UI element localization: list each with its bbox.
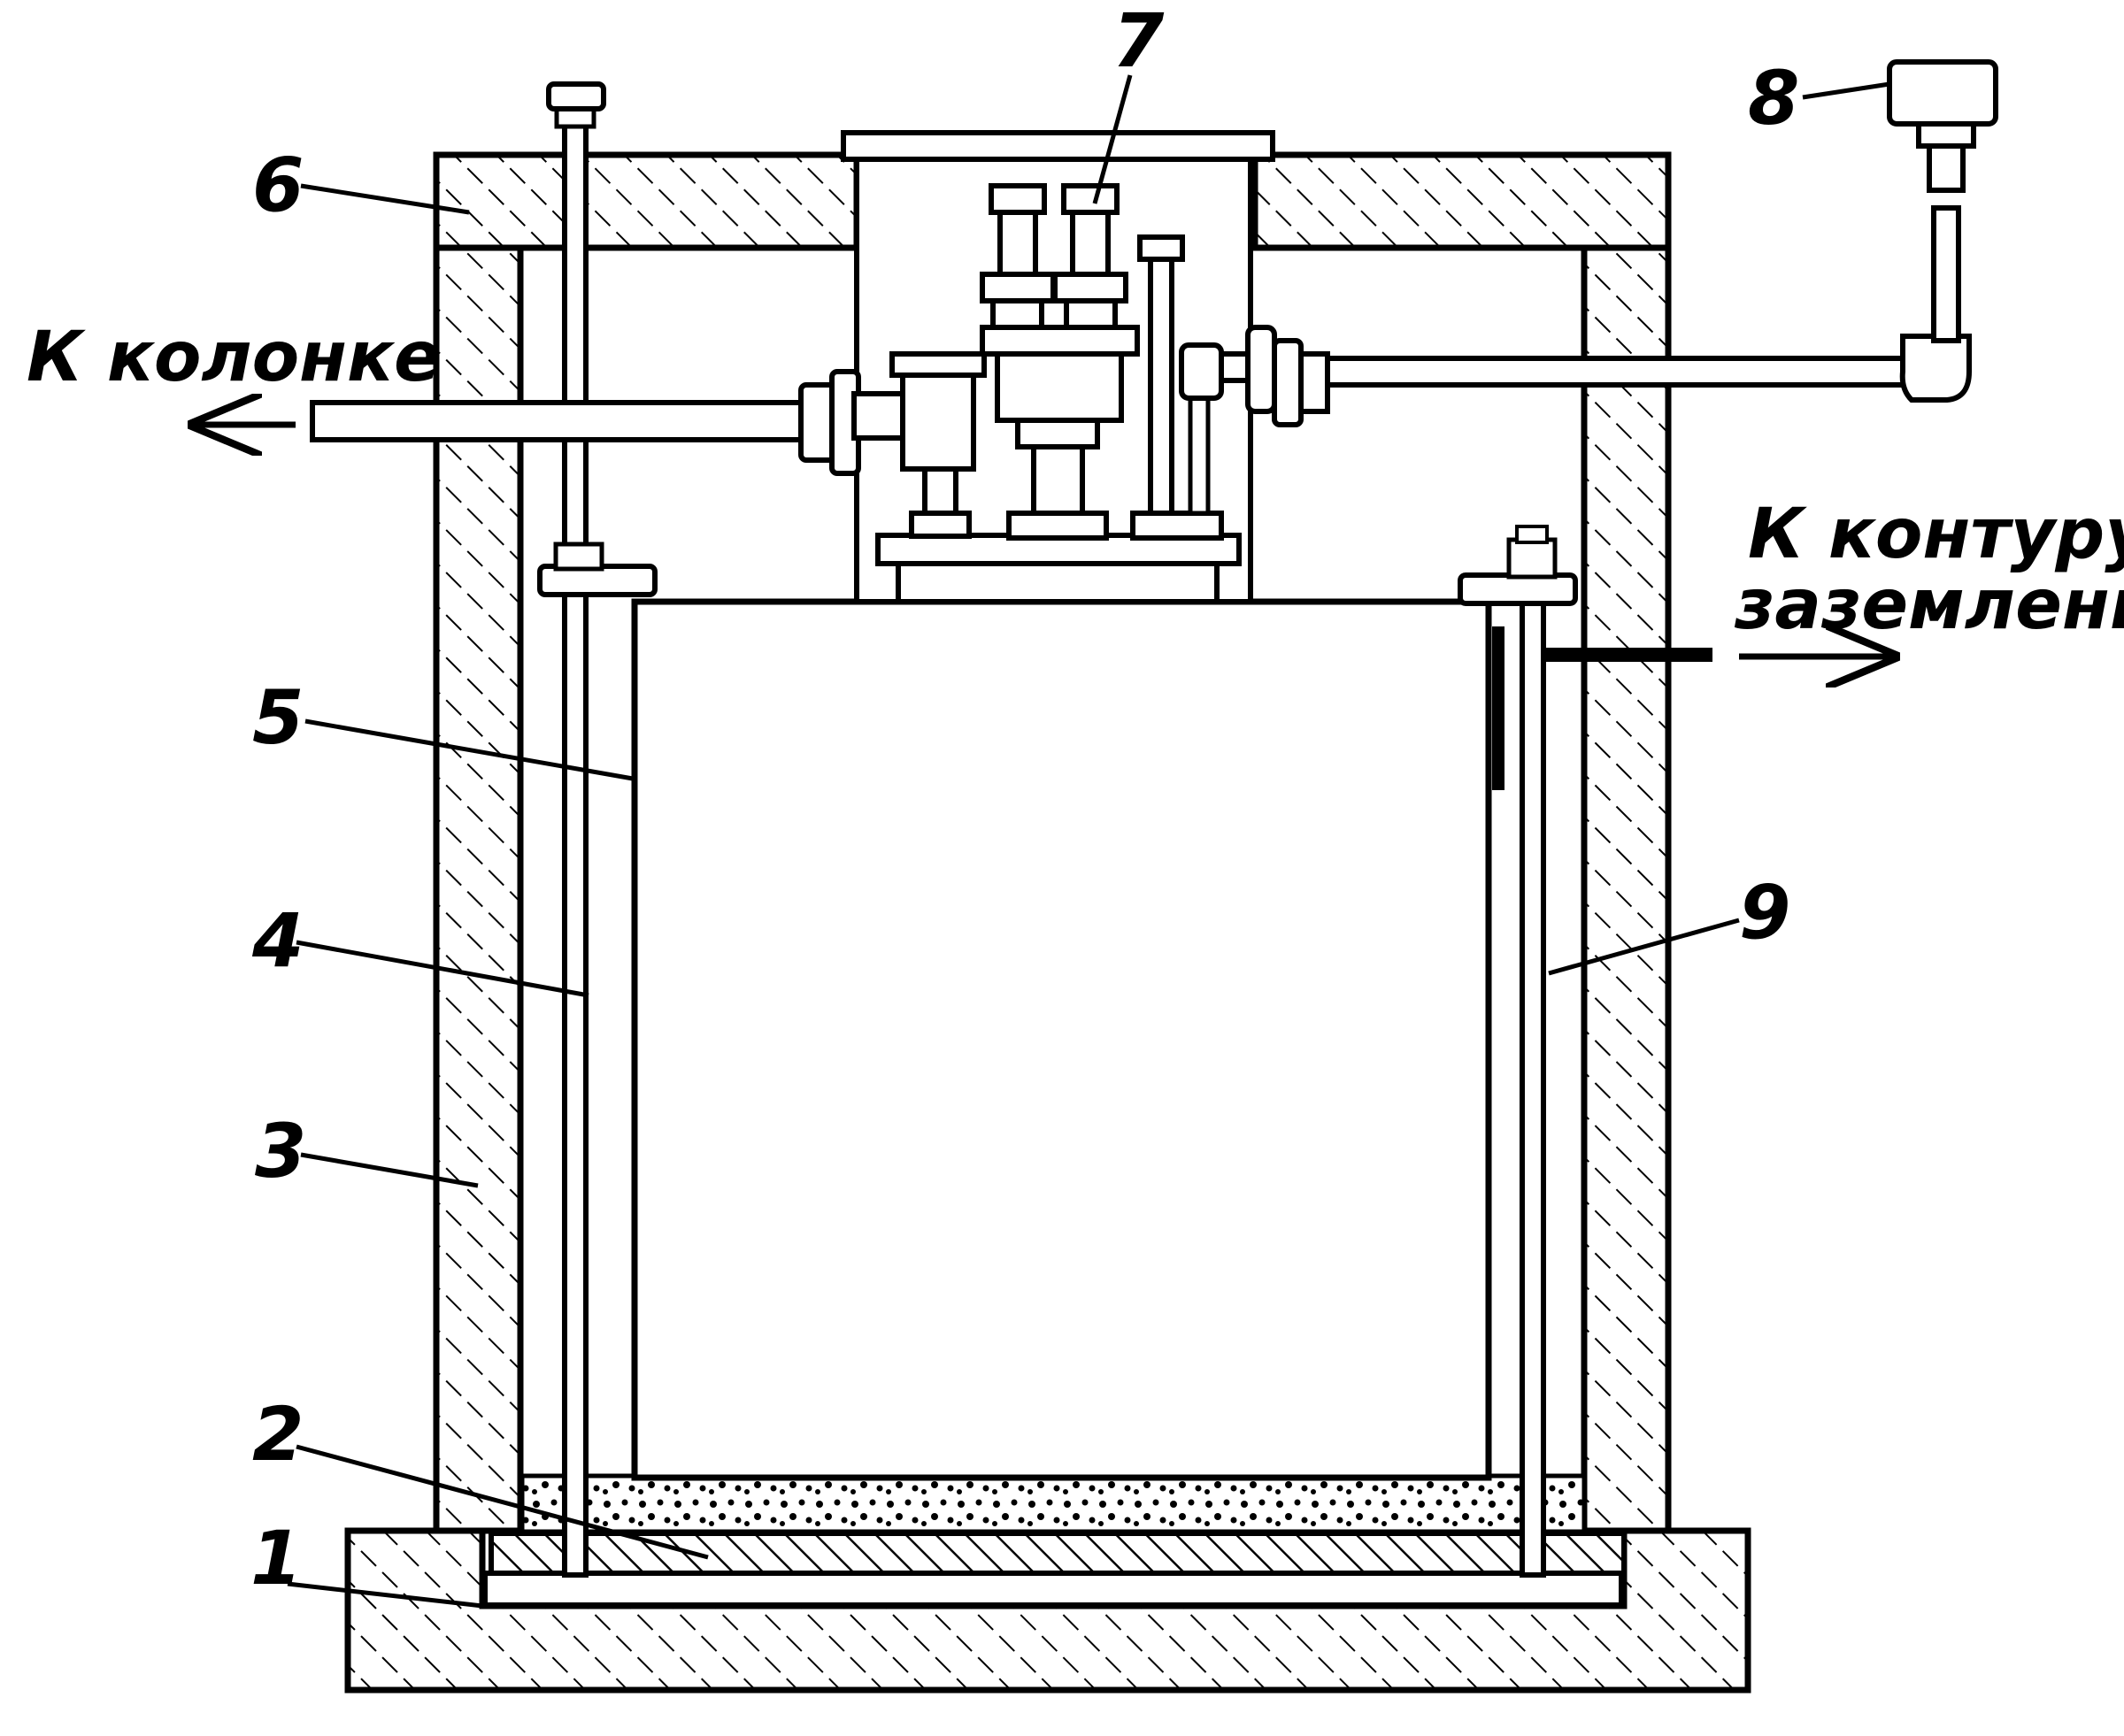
captions: К колонке К контуру заземления [27, 318, 2124, 645]
tank [631, 598, 1492, 1481]
label-9: 9 [1739, 869, 1790, 956]
pipe-to-column [310, 369, 905, 476]
bottom-layer [489, 1531, 1627, 1576]
base-plate [482, 1571, 1624, 1608]
label-8: 8 [1748, 55, 1799, 142]
pipe-to-vent [1272, 59, 1998, 427]
leader-lines [194, 74, 1894, 1609]
caption-to-ground-1: К контуру [1748, 495, 2124, 574]
label-5: 5 [252, 674, 304, 761]
right-rod [1458, 525, 1712, 1578]
sand-layer [519, 1473, 1587, 1534]
caption-to-ground-2: заземления [1734, 565, 2124, 645]
pit-walls [433, 151, 1672, 1534]
label-4: 4 [251, 897, 304, 984]
label-6: 6 [252, 142, 304, 228]
caption-to-column: К колонке [27, 318, 441, 397]
left-rods [537, 81, 658, 1578]
part-labels: 1 2 3 4 5 6 7 8 9 [250, 0, 1799, 1602]
label-3: 3 [255, 1108, 306, 1194]
valve-well [841, 130, 1277, 604]
label-7: 7 [1112, 0, 1165, 84]
label-2: 2 [252, 1391, 304, 1478]
label-1: 1 [250, 1515, 302, 1602]
